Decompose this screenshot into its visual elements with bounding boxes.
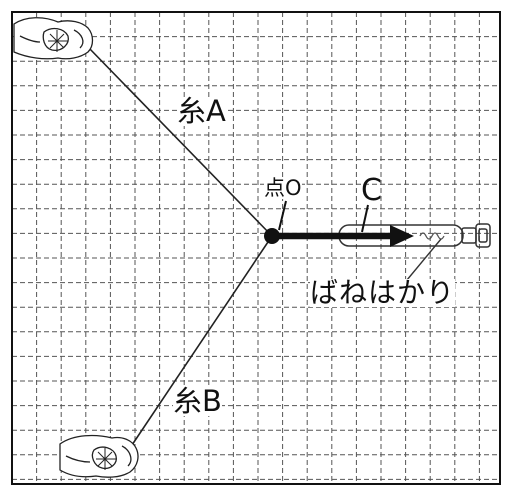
hand-icon — [59, 434, 139, 478]
outer-frame — [11, 11, 501, 485]
label-spring-scale: ばねはかり — [310, 276, 456, 309]
label-thread-a: 糸A — [177, 94, 226, 128]
label-force-c: C — [361, 173, 382, 208]
point-o-pointer — [278, 200, 287, 231]
spring-scale-icon — [338, 223, 491, 287]
thread-b-line — [129, 235, 273, 449]
force-c-arrowhead — [390, 225, 414, 247]
thread-a-line — [87, 46, 273, 237]
hand-icon — [13, 17, 94, 60]
label-thread-b: 糸B — [173, 384, 222, 418]
force-c-pointer — [361, 204, 369, 233]
dashed-grid — [12, 12, 500, 484]
point-o-dot — [264, 228, 280, 244]
label-point-o: 点O — [264, 176, 302, 200]
